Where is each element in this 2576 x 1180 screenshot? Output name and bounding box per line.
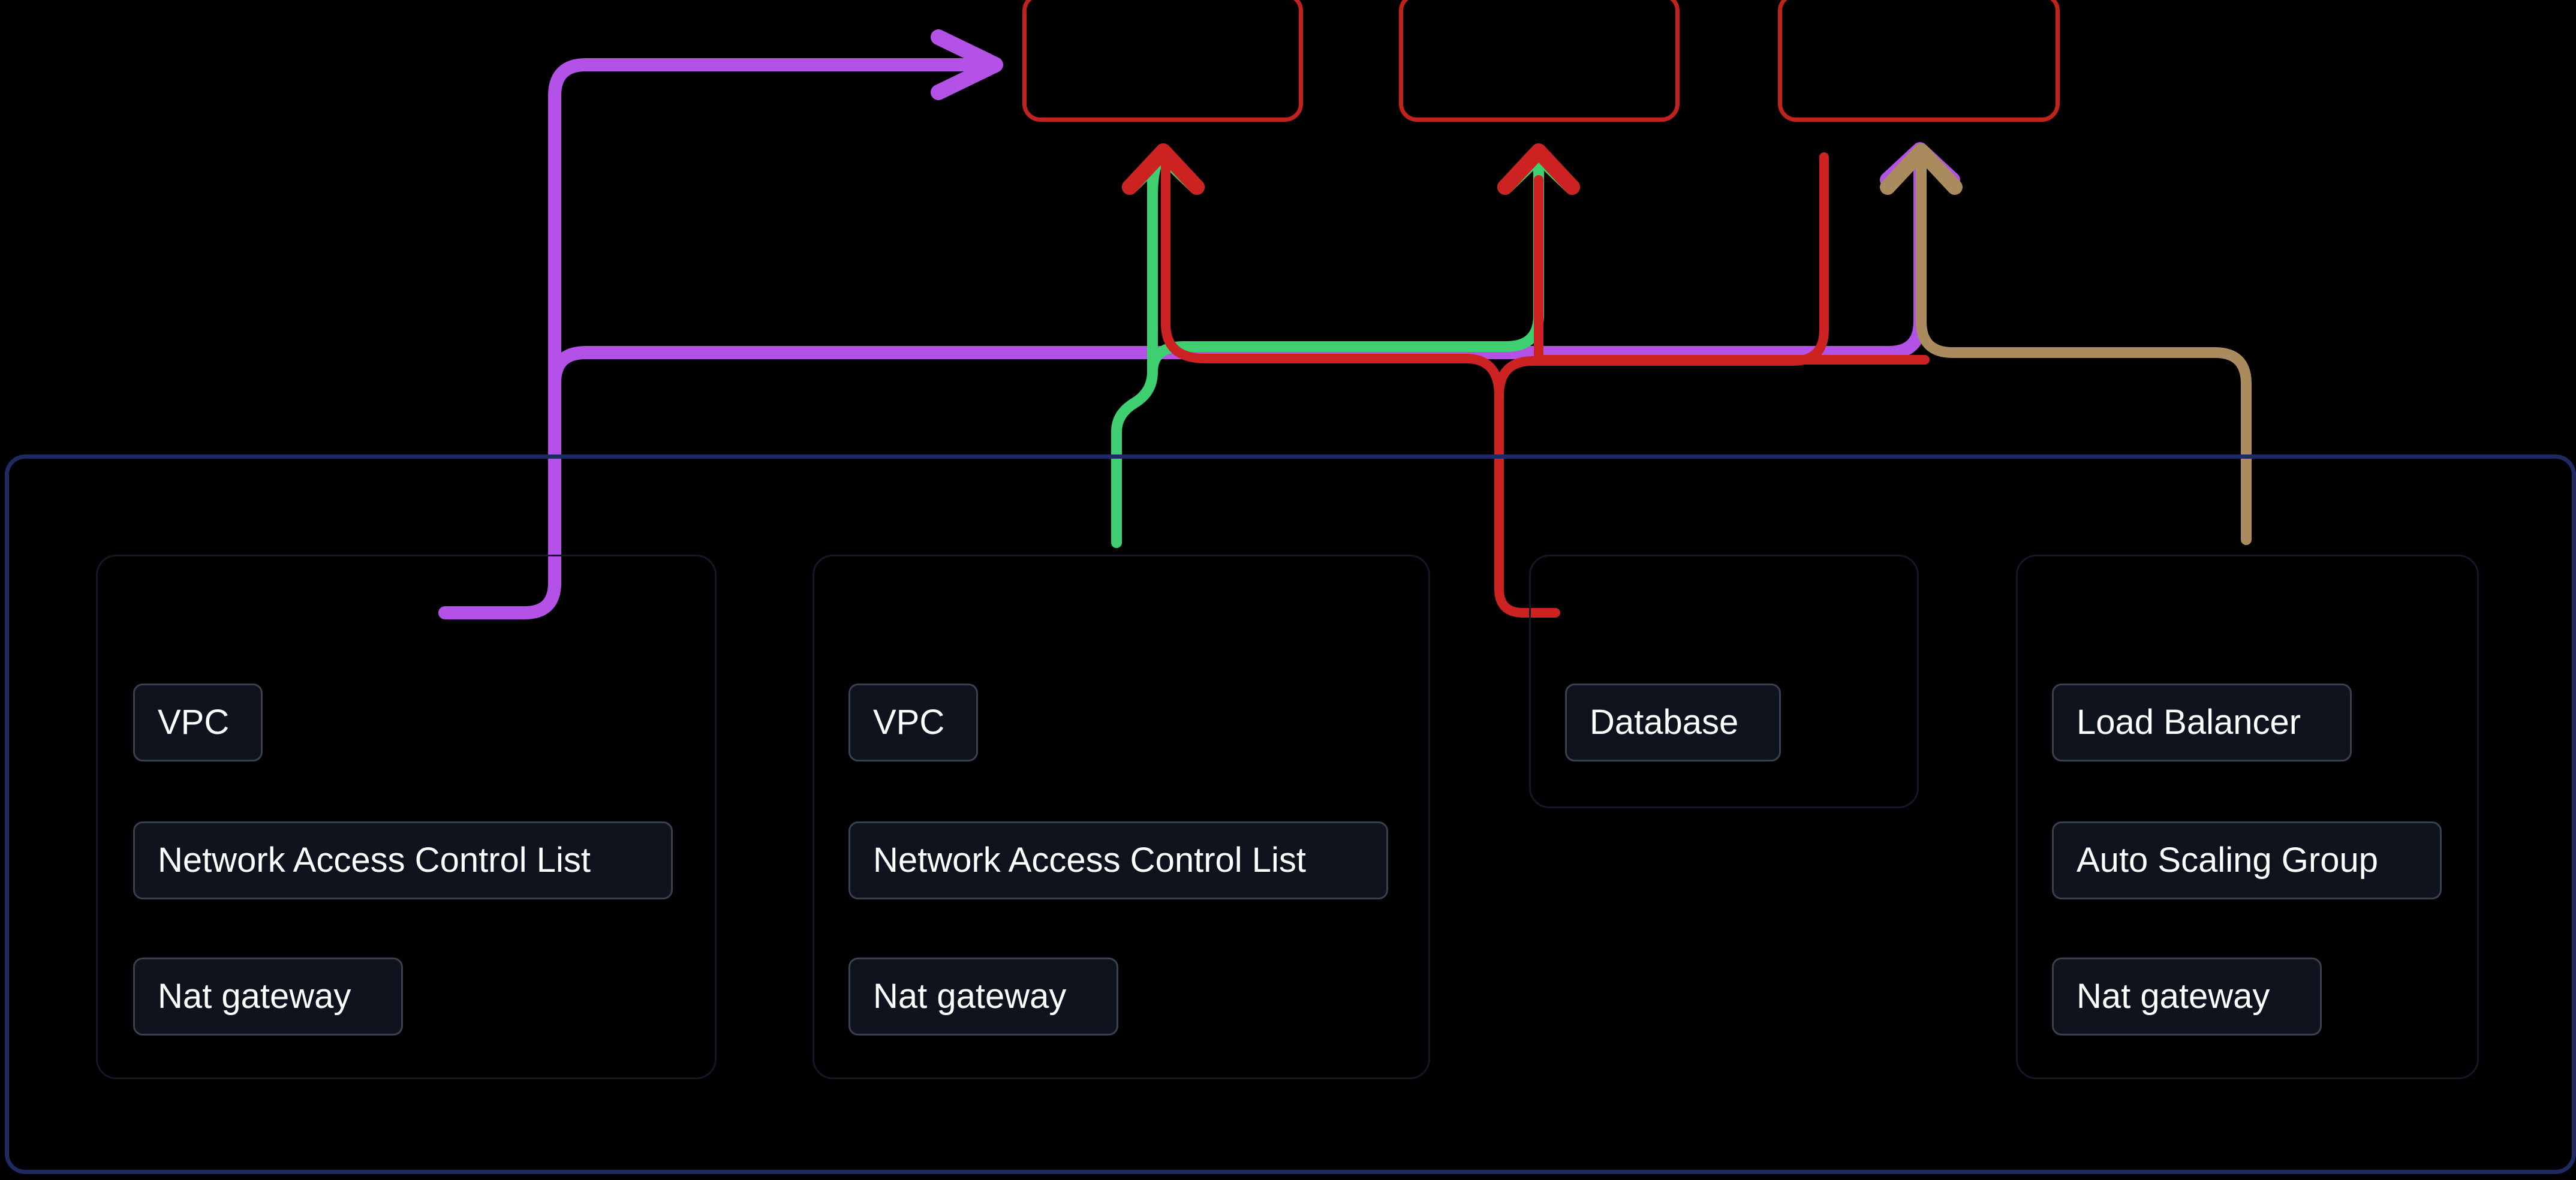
top-node-3[interactable] bbox=[1778, 0, 2060, 122]
chip-label: Load Balancer bbox=[2077, 703, 2301, 742]
edge-purple-arrowhead bbox=[931, 29, 1003, 100]
chip-label: Database bbox=[1590, 703, 1739, 742]
chip-label: Nat gateway bbox=[158, 977, 351, 1016]
chip-nacl-1[interactable]: Network Access Control List bbox=[133, 821, 673, 899]
edge-green-to-node-1-tail bbox=[1147, 152, 1169, 377]
chip-label: Nat gateway bbox=[873, 977, 1067, 1016]
chip-label: Network Access Control List bbox=[158, 841, 591, 880]
group-database[interactable] bbox=[1529, 555, 1919, 808]
edge-green-arrowhead-1 bbox=[1122, 147, 1205, 195]
chip-nat-gateway-2[interactable]: Nat gateway bbox=[848, 958, 1118, 1035]
chip-label: VPC bbox=[873, 703, 945, 742]
top-node-1[interactable] bbox=[1022, 0, 1303, 122]
chip-vpc-1[interactable]: VPC bbox=[133, 684, 263, 761]
edge-purple2-arrowhead bbox=[1880, 142, 1960, 188]
edge-tan-arrowhead bbox=[1880, 143, 1963, 195]
chip-nat-gateway-1[interactable]: Nat gateway bbox=[133, 958, 403, 1035]
edge-red-to-node-2 bbox=[1494, 152, 1829, 401]
edge-red-to-node-1 bbox=[1161, 152, 1504, 401]
cloud-boundary bbox=[5, 454, 2576, 1174]
chip-label: Nat gateway bbox=[2077, 977, 2270, 1016]
chip-database[interactable]: Database bbox=[1565, 684, 1781, 761]
chip-label: VPC bbox=[158, 703, 230, 742]
chip-nat-gateway-3[interactable]: Nat gateway bbox=[2052, 958, 2322, 1035]
chip-label: Network Access Control List bbox=[873, 841, 1307, 880]
chip-load-balancer[interactable]: Load Balancer bbox=[2052, 684, 2352, 761]
chip-label: Auto Scaling Group bbox=[2077, 841, 2378, 880]
edge-red-arrowhead-2 bbox=[1497, 143, 1580, 195]
chip-auto-scaling-group[interactable]: Auto Scaling Group bbox=[2052, 821, 2442, 899]
group-vpc-1[interactable] bbox=[96, 555, 717, 1079]
chip-vpc-2[interactable]: VPC bbox=[848, 684, 978, 761]
edge-green-to-node-2 bbox=[1147, 152, 1544, 377]
chip-nacl-2[interactable]: Network Access Control List bbox=[848, 821, 1388, 899]
edge-green-arrowhead-2 bbox=[1497, 147, 1580, 195]
edge-red-arrowhead-1 bbox=[1122, 143, 1205, 195]
group-load-balancer[interactable] bbox=[2016, 555, 2479, 1079]
group-vpc-2[interactable] bbox=[812, 555, 1430, 1079]
top-node-2[interactable] bbox=[1399, 0, 1680, 122]
